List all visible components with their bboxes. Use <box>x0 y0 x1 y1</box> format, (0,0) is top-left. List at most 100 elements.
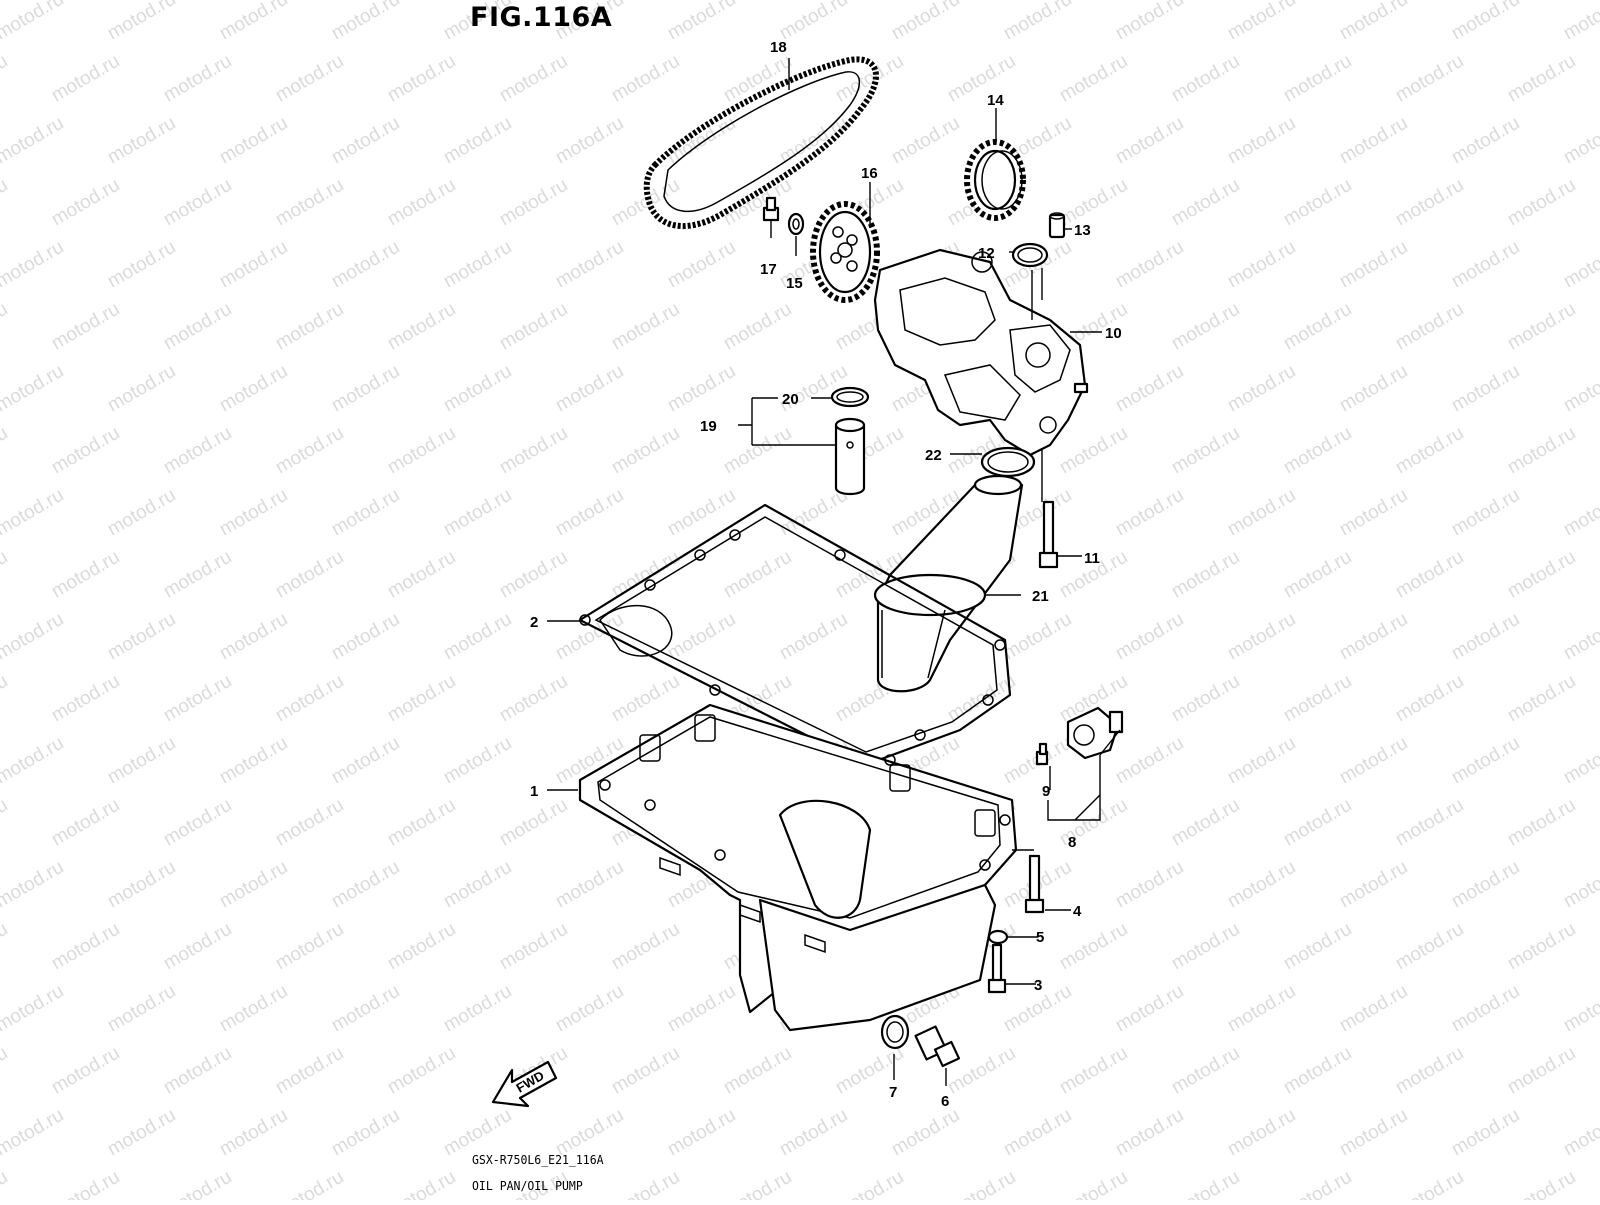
drive-chain-drawing[interactable] <box>643 56 879 230</box>
watermark-text: motod.ru <box>1392 51 1467 107</box>
o-ring-drawing[interactable] <box>1011 242 1049 268</box>
watermark-text: motod.ru <box>1560 609 1600 665</box>
watermark-text: motod.ru <box>1112 1105 1187 1161</box>
watermark-text: motod.ru <box>1056 51 1131 107</box>
watermark-text: motod.ru <box>0 857 67 913</box>
watermark-text: motod.ru <box>1336 361 1411 417</box>
switch-screw-drawing[interactable] <box>1035 742 1049 766</box>
watermark-text: motod.ru <box>1280 423 1355 479</box>
watermark-text: motod.ru <box>1448 485 1523 541</box>
watermark-text: motod.ru <box>1168 547 1243 603</box>
watermark-text: motod.ru <box>1560 1105 1600 1161</box>
watermark-text: motod.ru <box>272 1043 347 1099</box>
watermark-text: motod.ru <box>384 423 459 479</box>
bolt-drawing[interactable] <box>987 943 1007 994</box>
washer-drawing[interactable] <box>987 929 1009 945</box>
watermark-text: motod.ru <box>104 733 179 789</box>
pump-gear-ring-drawing[interactable] <box>964 139 1026 221</box>
watermark-text: motod.ru <box>328 857 403 913</box>
oil-pipe-drawing[interactable] <box>834 417 866 496</box>
callout-7: 7 <box>889 1084 897 1101</box>
watermark-text: motod.ru <box>328 1105 403 1161</box>
watermark-text: motod.ru <box>1224 485 1299 541</box>
watermark-text: motod.ru <box>1280 1167 1355 1200</box>
watermark-text: motod.ru <box>1336 609 1411 665</box>
model-code: GSX-R750L6_E21_116A <box>472 1152 604 1167</box>
watermark-text: motod.ru <box>0 609 67 665</box>
watermark-text: motod.ru <box>48 299 123 355</box>
sprocket-washer-drawing[interactable] <box>787 212 805 236</box>
watermark-text: motod.ru <box>552 237 627 293</box>
watermark-text: motod.ru <box>1560 113 1600 169</box>
watermark-text: motod.ru <box>216 237 291 293</box>
callout-11: 11 <box>1084 550 1100 567</box>
oil-pump-drawing[interactable] <box>873 248 1089 457</box>
watermark-text: motod.ru <box>608 1167 683 1200</box>
callout-21: 21 <box>1032 588 1049 605</box>
watermark-text: motod.ru <box>1168 299 1243 355</box>
watermark-text: motod.ru <box>1168 1167 1243 1200</box>
watermark-text: motod.ru <box>0 361 67 417</box>
watermark-text: motod.ru <box>1112 609 1187 665</box>
watermark-text: motod.ru <box>104 485 179 541</box>
callout-12: 12 <box>978 245 995 262</box>
watermark-text: motod.ru <box>48 175 123 231</box>
watermark-text: motod.ru <box>1280 919 1355 975</box>
watermark-text: motod.ru <box>1112 0 1187 44</box>
callout-22: 22 <box>925 447 942 464</box>
watermark-text: motod.ru <box>440 485 515 541</box>
callout-10: 10 <box>1105 325 1122 342</box>
watermark-text: motod.ru <box>664 485 739 541</box>
watermark-text: motod.ru <box>1560 733 1600 789</box>
sprocket-bolt-drawing[interactable] <box>762 196 780 222</box>
watermark-text: motod.ru <box>384 795 459 851</box>
pipe-o-ring-drawing[interactable] <box>830 386 870 408</box>
watermark-text: motod.ru <box>1448 361 1523 417</box>
watermark-text: motod.ru <box>48 547 123 603</box>
watermark-text: motod.ru <box>1504 547 1579 603</box>
oil-pressure-switch-drawing[interactable] <box>1066 706 1124 760</box>
watermark-text: motod.ru <box>48 51 123 107</box>
pump-bolt-drawing[interactable] <box>1038 500 1059 569</box>
callout-19: 19 <box>700 418 717 435</box>
dowel-pin-drawing[interactable] <box>1048 212 1066 239</box>
drain-plug-drawing[interactable] <box>914 1025 961 1068</box>
watermark-text: motod.ru <box>1560 0 1600 44</box>
watermark-text: motod.ru <box>496 299 571 355</box>
drain-plug-gasket-drawing[interactable] <box>880 1014 910 1050</box>
watermark-text: motod.ru <box>328 609 403 665</box>
oil-pan-drawing[interactable] <box>578 703 1018 1032</box>
strainer-o-ring-drawing[interactable] <box>980 446 1036 478</box>
watermark-text: motod.ru <box>776 609 851 665</box>
watermark-text: motod.ru <box>608 547 683 603</box>
watermark-text: motod.ru <box>1336 981 1411 1037</box>
watermark-text: motod.ru <box>1392 795 1467 851</box>
watermark-text: motod.ru <box>720 51 795 107</box>
watermark-text: motod.ru <box>1224 857 1299 913</box>
watermark-text: motod.ru <box>160 919 235 975</box>
watermark-text: motod.ru <box>1280 51 1355 107</box>
watermark-text: motod.ru <box>1560 361 1600 417</box>
long-bolt-drawing[interactable] <box>1024 854 1045 914</box>
callout-9: 9 <box>1042 783 1050 800</box>
watermark-text: motod.ru <box>104 857 179 913</box>
watermark-text: motod.ru <box>384 175 459 231</box>
watermark-text: motod.ru <box>384 547 459 603</box>
watermark-text: motod.ru <box>104 113 179 169</box>
watermark-text: motod.ru <box>328 733 403 789</box>
watermark-text: motod.ru <box>608 423 683 479</box>
watermark-text: motod.ru <box>0 1167 11 1200</box>
watermark-text: motod.ru <box>328 485 403 541</box>
pump-sprocket-drawing[interactable] <box>810 201 880 303</box>
watermark-text: motod.ru <box>272 919 347 975</box>
oil-strainer-drawing[interactable] <box>873 474 1024 693</box>
watermark-text: motod.ru <box>496 175 571 231</box>
watermark-text: motod.ru <box>608 671 683 727</box>
watermark-text: motod.ru <box>440 857 515 913</box>
watermark-text: motod.ru <box>384 919 459 975</box>
watermark-text: motod.ru <box>1280 671 1355 727</box>
watermark-text: motod.ru <box>552 981 627 1037</box>
watermark-text: motod.ru <box>0 981 67 1037</box>
watermark-text: motod.ru <box>1224 733 1299 789</box>
watermark-text: motod.ru <box>0 547 11 603</box>
